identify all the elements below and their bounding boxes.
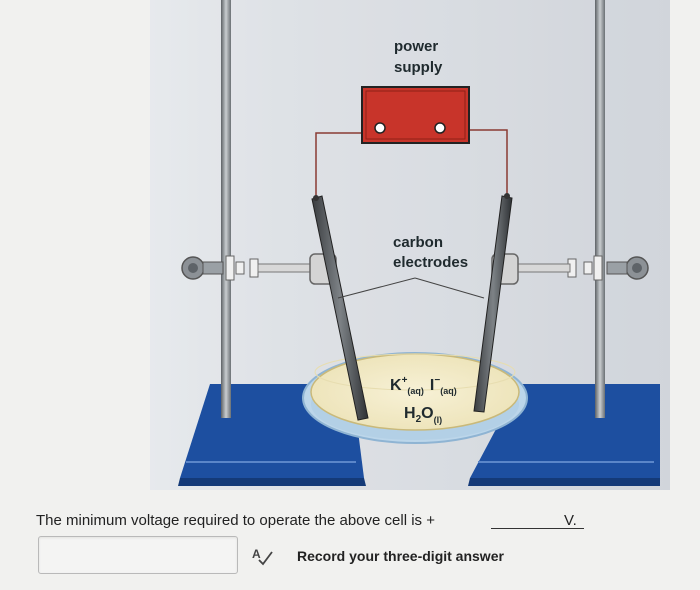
left-clamp — [181, 253, 337, 285]
instruction-text: Record your three-digit answer — [297, 548, 504, 564]
question-row: The minimum voltage required to operate … — [36, 512, 676, 534]
answer-input[interactable] — [38, 536, 238, 574]
right-clamp — [491, 253, 649, 285]
carbon-electrodes-label: carbon electrodes — [393, 234, 468, 271]
electrolysis-diagram: power supply carbon electrodes K+(aq)I−(… — [150, 0, 670, 490]
solution-formula-line1: K+(aq)I−(aq) — [390, 375, 457, 396]
spellcheck-icon[interactable]: A — [251, 546, 273, 566]
left-wire — [315, 132, 376, 198]
svg-text:A: A — [252, 547, 261, 561]
power-terminal-right — [434, 122, 446, 134]
solution-formula-line2: H2O(l) — [404, 405, 442, 425]
left-stand-rod — [221, 0, 231, 418]
power-terminal-left — [374, 122, 386, 134]
unit-label: V. — [564, 512, 577, 529]
power-supply — [361, 86, 470, 144]
question-text: The minimum voltage required to operate … — [36, 512, 435, 529]
answer-blank — [491, 528, 584, 529]
power-supply-label: power supply — [394, 38, 443, 76]
right-stand-rod — [595, 0, 605, 418]
